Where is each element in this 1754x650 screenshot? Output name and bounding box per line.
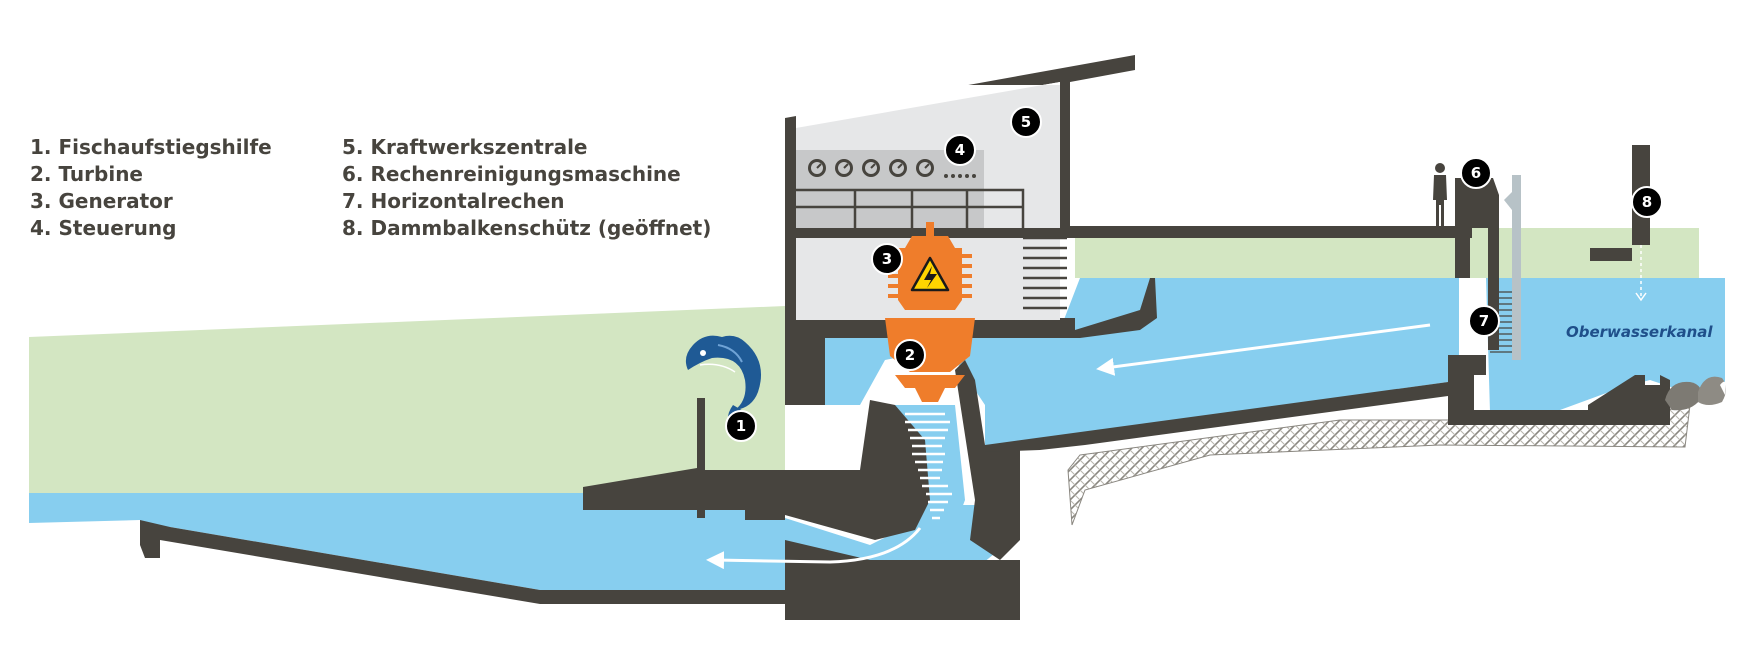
downstream-embankment: [29, 306, 785, 493]
legend-item-rechenreinigungsmaschine: 6. Rechenreinigungsmaschine: [342, 162, 681, 186]
marker-6: 6: [1460, 157, 1492, 189]
stop-log-indicator: [1635, 245, 1647, 302]
outflow-lines: [905, 412, 952, 520]
svg-text:6: 6: [1471, 164, 1481, 182]
legend-item-turbine: 2. Turbine: [30, 162, 143, 186]
gauge-icon: [889, 159, 907, 177]
person-icon: [1433, 163, 1447, 226]
marker-7: 7: [1468, 305, 1500, 337]
svg-text:1: 1: [736, 417, 746, 435]
control-railing: [796, 188, 1025, 228]
lightning-warning-icon: [910, 256, 950, 292]
svg-text:4: 4: [955, 141, 965, 159]
gauge-icon: [862, 159, 880, 177]
marker-5: 5: [1010, 106, 1042, 138]
legend-item-kraftwerkszentrale: 5. Kraftwerkszentrale: [342, 135, 588, 159]
gauge-icon: [808, 159, 826, 177]
marker-4: 4: [944, 134, 976, 166]
svg-text:2: 2: [905, 346, 915, 364]
legend-left: 1. Fischaufstiegshilfe 2. Turbine 3. Gen…: [30, 134, 272, 242]
legend-item-steuerung: 4. Steuerung: [30, 216, 177, 240]
svg-text:3: 3: [882, 250, 892, 268]
marker-8: 8: [1631, 186, 1663, 218]
gauge-icon: [835, 159, 853, 177]
legend-item-fischaufstiegshilfe: 1. Fischaufstiegshilfe: [30, 135, 272, 159]
flow-arrow-icon: [706, 527, 922, 570]
riverbed-rocks: [1665, 376, 1726, 411]
marker-2: 2: [894, 339, 926, 371]
svg-text:5: 5: [1021, 113, 1031, 131]
marker-1: 1: [725, 410, 757, 442]
svg-text:7: 7: [1479, 312, 1489, 330]
flow-arrow-icon: [1096, 323, 1431, 376]
legend-item-dammbalkenschuetz: 8. Dammbalkenschütz (geöffnet): [342, 216, 712, 240]
marker-3: 3: [871, 243, 903, 275]
channel-label: Oberwasserkanal: [1566, 323, 1713, 341]
legend-item-horizontalrechen: 7. Horizontalrechen: [342, 189, 565, 213]
gauges: [808, 159, 976, 178]
svg-text:8: 8: [1642, 193, 1652, 211]
legend-right: 5. Kraftwerkszentrale 6. Rechenreinigung…: [342, 134, 711, 242]
stairs: [1023, 236, 1067, 310]
gauge-icon: [916, 159, 934, 177]
legend-item-generator: 3. Generator: [30, 189, 173, 213]
